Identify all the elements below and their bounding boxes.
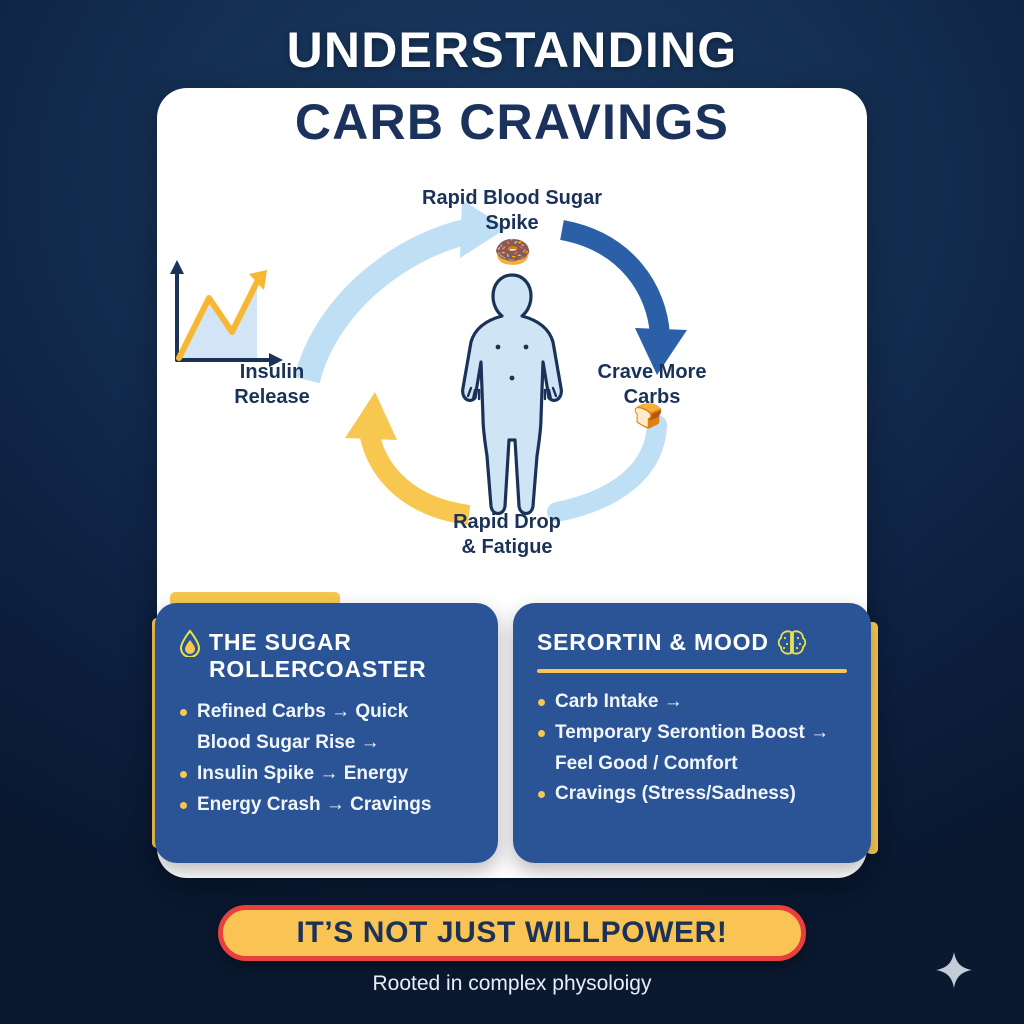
card-right-bullets: Carb Intake → Temporary Serontion Boost …	[537, 687, 847, 810]
sparkle-icon	[936, 952, 972, 988]
card-left-bullets: Refined Carbs → Quick Blood Sugar Rise →…	[179, 697, 474, 820]
page-title-line1: UNDERSTANDING	[286, 22, 738, 78]
brain-icon	[777, 630, 806, 655]
list-item: Energy Crash → Cravings	[179, 790, 474, 821]
card-right-divider	[537, 669, 847, 673]
card-left-title: THE SUGAR ROLLERCOASTER	[209, 629, 427, 683]
arrow-rising-light-blue	[294, 200, 507, 384]
list-item: Cravings (Stress/Sadness)	[537, 779, 847, 810]
list-item: Carb Intake →	[537, 687, 847, 718]
card-left-header: THE SUGAR ROLLERCOASTER	[179, 629, 474, 683]
card-right-title: SERORTIN & MOOD	[537, 629, 769, 656]
blood-sugar-chart-icon	[170, 260, 283, 367]
tagline: Rooted in complex physoloigy	[372, 972, 652, 995]
cycle-label-crave: Crave More Carbs	[597, 361, 707, 408]
donut-icon: 🍩	[494, 236, 532, 269]
list-item: Insulin Spike → Energy	[179, 759, 474, 790]
callout-banner-text: IT’S NOT JUST WILLPOWER!	[296, 916, 728, 949]
cycle-label-drop: Rapid Drop & Fatigue	[453, 511, 561, 558]
card-right-header: SERORTIN & MOOD	[537, 629, 847, 657]
list-item: Temporary Serontion Boost →	[537, 718, 847, 749]
list-item: Blood Sugar Rise →	[197, 732, 380, 754]
human-body-icon	[461, 273, 563, 516]
cycle-label-insulin: Insulin Release	[234, 361, 310, 408]
arrow-right-bottom-light-blue	[547, 415, 667, 522]
list-item: Refined Carbs → Quick	[179, 697, 474, 728]
card-serotonin-mood[interactable]: SERORTIN & MOOD Carb Intake → Temporary …	[513, 603, 871, 863]
cycle-label-spike: Rapid Blood Sugar Spike	[422, 187, 602, 234]
list-item: Feel Good / Comfort	[555, 752, 738, 774]
arrow-yellow-insulin	[345, 392, 471, 525]
bread-icon: 🍞	[633, 403, 663, 430]
callout-banner[interactable]: IT’S NOT JUST WILLPOWER!	[218, 905, 806, 961]
carb-craving-cycle-diagram: Rapid Blood Sugar Spike 🍩 Insulin Releas…	[157, 170, 867, 580]
arrow-descending-dark-blue	[559, 220, 687, 375]
page-title-line2: CARB CRAVINGS	[294, 94, 730, 150]
water-drop-icon	[179, 629, 201, 657]
card-sugar-rollercoaster[interactable]: THE SUGAR ROLLERCOASTER Refined Carbs → …	[155, 603, 498, 863]
cycle-graphics	[170, 200, 687, 525]
